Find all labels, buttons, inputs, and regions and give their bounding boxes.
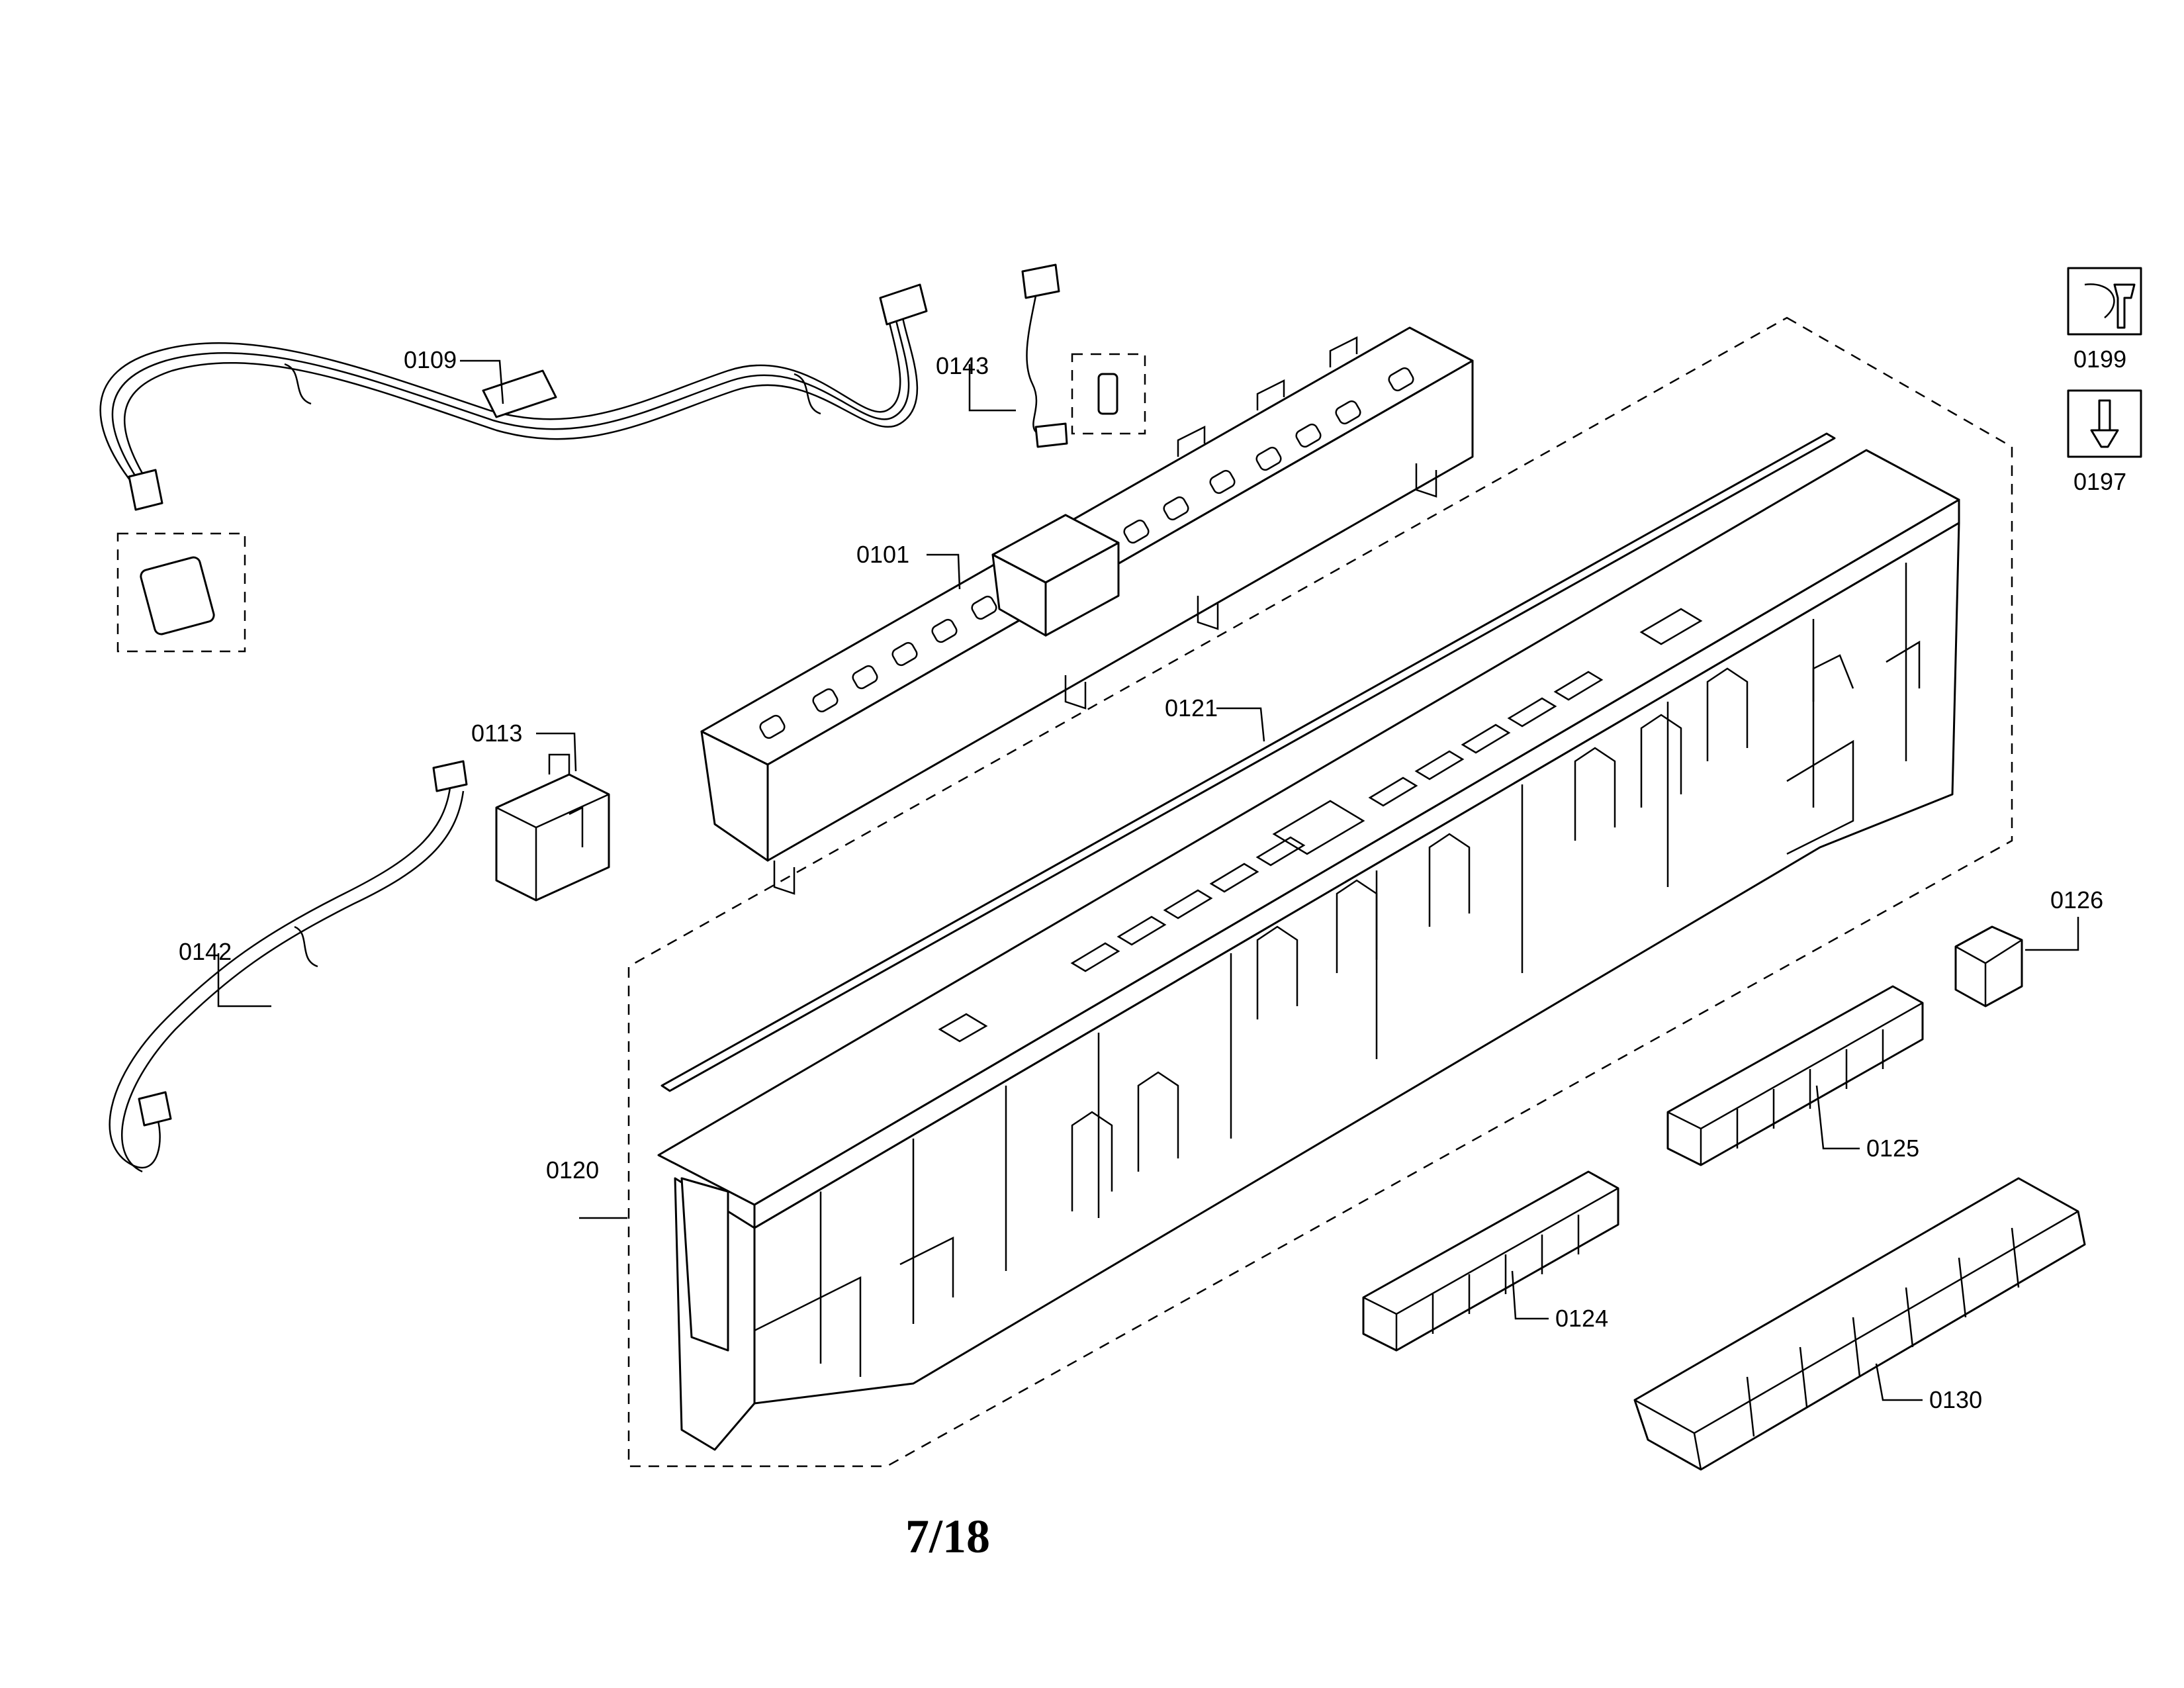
part-0126-cap xyxy=(1954,925,2023,1008)
part-0130-cover xyxy=(1633,1177,2086,1471)
callout-0124: 0124 xyxy=(1555,1305,1608,1332)
part-0121-rod xyxy=(660,432,1836,1092)
callout-0120: 0120 xyxy=(546,1156,599,1184)
part-0142-cable xyxy=(109,760,468,1173)
part-0120-housing xyxy=(657,449,1960,1451)
part-0124-keyrow xyxy=(1362,1170,1619,1352)
callout-0125: 0125 xyxy=(1866,1135,1919,1162)
callout-0197: 0197 xyxy=(2073,468,2126,495)
part-0143-sensor xyxy=(1021,263,1146,448)
page-number: 7/18 xyxy=(905,1510,990,1563)
callout-0126: 0126 xyxy=(2050,886,2103,914)
part-0113-block xyxy=(495,753,610,902)
callout-0109: 0109 xyxy=(404,346,457,373)
callout-0121: 0121 xyxy=(1165,694,1218,722)
part-0109-harness xyxy=(99,283,928,653)
wrench-icon xyxy=(2067,267,2142,336)
callout-0199: 0199 xyxy=(2073,346,2126,373)
callout-0143: 0143 xyxy=(936,352,989,379)
callout-0113: 0113 xyxy=(471,720,522,747)
part-0101-module xyxy=(700,326,1474,895)
callout-0101: 0101 xyxy=(856,541,909,568)
part-0125-keyrow xyxy=(1666,985,1924,1166)
callout-0130: 0130 xyxy=(1929,1386,1982,1413)
tool-0199 xyxy=(2067,267,2142,336)
callout-0142: 0142 xyxy=(179,938,232,965)
tool-0197 xyxy=(2067,389,2142,458)
leader-lines xyxy=(217,359,2079,1401)
